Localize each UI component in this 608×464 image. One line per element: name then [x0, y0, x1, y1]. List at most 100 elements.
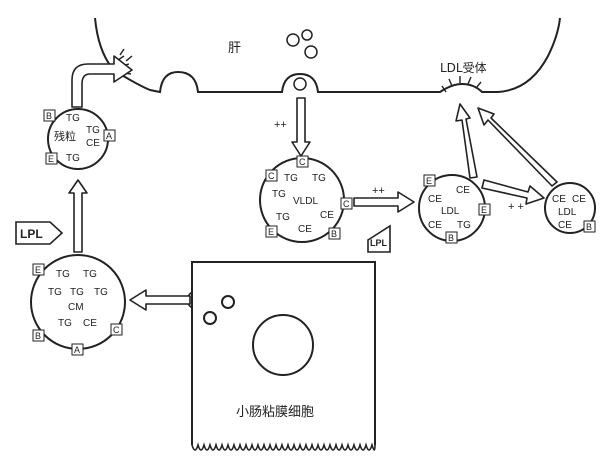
svg-text:B: B — [586, 222, 592, 232]
svg-text:B: B — [46, 111, 52, 121]
remnant-tag-b: B — [43, 109, 56, 122]
cm-tg-2: TG — [83, 269, 97, 280]
cm-particle: E B A C TG TG TG TG TG CM TG CE — [30, 254, 126, 356]
arrow-vldl-to-ldl — [353, 191, 415, 213]
cell-droplet-2 — [221, 295, 235, 309]
vldl-ce-1: CE — [320, 210, 334, 221]
ldl-particle: E E B CE CE LDL CE TG — [418, 174, 491, 244]
remnant-particle: B A E TG 残粒 TG CE TG — [43, 108, 116, 170]
cm-tag-e: E — [32, 263, 45, 276]
vldl-tg-2: TG — [312, 173, 326, 184]
svg-text:C: C — [299, 157, 306, 167]
cm-tg-5: TG — [94, 287, 108, 298]
arrow-intestine-to-cm — [129, 289, 191, 311]
vldl-tag-c-top: C — [296, 155, 309, 168]
plus-liver: ++ — [274, 119, 287, 131]
vldl-tg-4: TG — [276, 212, 290, 223]
lpl-tag-left: LPL — [15, 221, 64, 245]
liver-cell — [94, 17, 561, 94]
vldl-tag-b: B — [328, 227, 341, 240]
ldl-ce-3: CE — [428, 220, 442, 231]
remnant-tg-1: TG — [66, 113, 80, 124]
ldl-ce-2: CE — [428, 194, 442, 205]
vldl-tag-c-right: C — [340, 197, 353, 210]
arrow-ldl-to-small-ldl — [481, 179, 545, 205]
plus-vldl-ldl: ++ — [372, 185, 385, 197]
cell-droplet-1 — [203, 311, 217, 325]
vldl-particle: C C C E B TG TG TG VLDL TG CE CE — [259, 155, 353, 243]
svg-text:C: C — [113, 325, 120, 335]
cm-tag-b: B — [32, 329, 45, 342]
vldl-title: VLDL — [293, 196, 318, 207]
svg-text:A: A — [106, 131, 112, 141]
intestinal-cell-label: 小肠粘膜细胞 — [236, 405, 314, 420]
remnant-tag-e: E — [45, 152, 58, 165]
ldl-small-ce-1: CE — [552, 194, 566, 205]
vesicles — [286, 29, 318, 91]
svg-text:E: E — [426, 176, 432, 186]
svg-text:E: E — [481, 205, 487, 215]
ldl-title: LDL — [441, 206, 460, 217]
ldl-tag-e-top: E — [423, 174, 436, 187]
svg-text:C: C — [268, 171, 275, 181]
ldl-tag-e-right: E — [478, 203, 491, 216]
microvilli — [191, 442, 376, 451]
cm-ce: CE — [83, 318, 97, 329]
cm-tg-4: TG — [70, 287, 84, 298]
arrow-ldl-to-receptor — [455, 103, 478, 179]
intestinal-cell — [186, 261, 376, 451]
vesicle-2 — [301, 29, 313, 41]
arrows — [68, 55, 558, 311]
vesicle-3 — [304, 45, 318, 59]
arrow-cm-to-remnant — [68, 179, 88, 253]
ldl-small-ce-2: CE — [572, 194, 586, 205]
svg-text:A: A — [74, 345, 80, 355]
ldl-small-tag-b: B — [583, 220, 596, 233]
cm-tg-1: TG — [56, 269, 70, 280]
receptor-tuft-right — [441, 76, 482, 93]
svg-text:E: E — [48, 154, 54, 164]
cm-title: CM — [68, 302, 84, 313]
svg-text:B: B — [448, 233, 454, 243]
liver-membrane — [94, 17, 561, 94]
svg-text:C: C — [343, 199, 350, 209]
cm-tg-3: TG — [48, 287, 62, 298]
cm-tg-6: TG — [58, 318, 72, 329]
lpl-tag-bottom: LPL — [367, 224, 391, 253]
svg-text:LPL: LPL — [20, 227, 43, 241]
ldl-tag-b: B — [445, 231, 458, 244]
vldl-tg-3: TG — [272, 189, 286, 200]
remnant-title: 残粒 — [54, 129, 76, 143]
vldl-tag-e: E — [265, 225, 278, 238]
svg-text:E: E — [268, 227, 274, 237]
remnant-tg-3: TG — [66, 153, 80, 164]
vesicle-1 — [286, 33, 300, 47]
liver-label: 肝 — [228, 41, 241, 56]
ldl-small-particle: B CE CE LDL CE — [544, 182, 596, 234]
svg-text:B: B — [35, 331, 41, 341]
arrow-liver-to-vldl — [291, 97, 311, 157]
remnant-tg-2: TG — [86, 125, 100, 136]
cm-tag-a: A — [71, 343, 84, 356]
vldl-tag-c-left: C — [265, 169, 278, 182]
ldl-receptor-label: LDL受体 — [440, 61, 487, 75]
svg-text:B: B — [331, 229, 337, 239]
ldl-tg: TG — [457, 220, 471, 231]
svg-text:E: E — [35, 265, 41, 275]
ldl-small-ce-3: CE — [558, 220, 572, 231]
ldl-ce-1: CE — [456, 185, 470, 196]
intestinal-cell-outline — [191, 261, 376, 445]
svg-text:LPL: LPL — [370, 238, 388, 248]
vldl-ce-2: CE — [298, 224, 312, 235]
ldl-small-title: LDL — [558, 207, 577, 218]
arrow-small-ldl-to-receptor — [477, 107, 558, 187]
plus-ldl-small: + + — [508, 201, 524, 213]
cm-tag-c: C — [110, 323, 123, 336]
vesicle-budding — [293, 77, 307, 91]
arrow-remnant-to-liver — [71, 55, 133, 108]
remnant-ce: CE — [86, 138, 100, 149]
remnant-tag-a: A — [103, 129, 116, 142]
vldl-tg-1: TG — [284, 173, 298, 184]
nucleus — [252, 314, 314, 376]
